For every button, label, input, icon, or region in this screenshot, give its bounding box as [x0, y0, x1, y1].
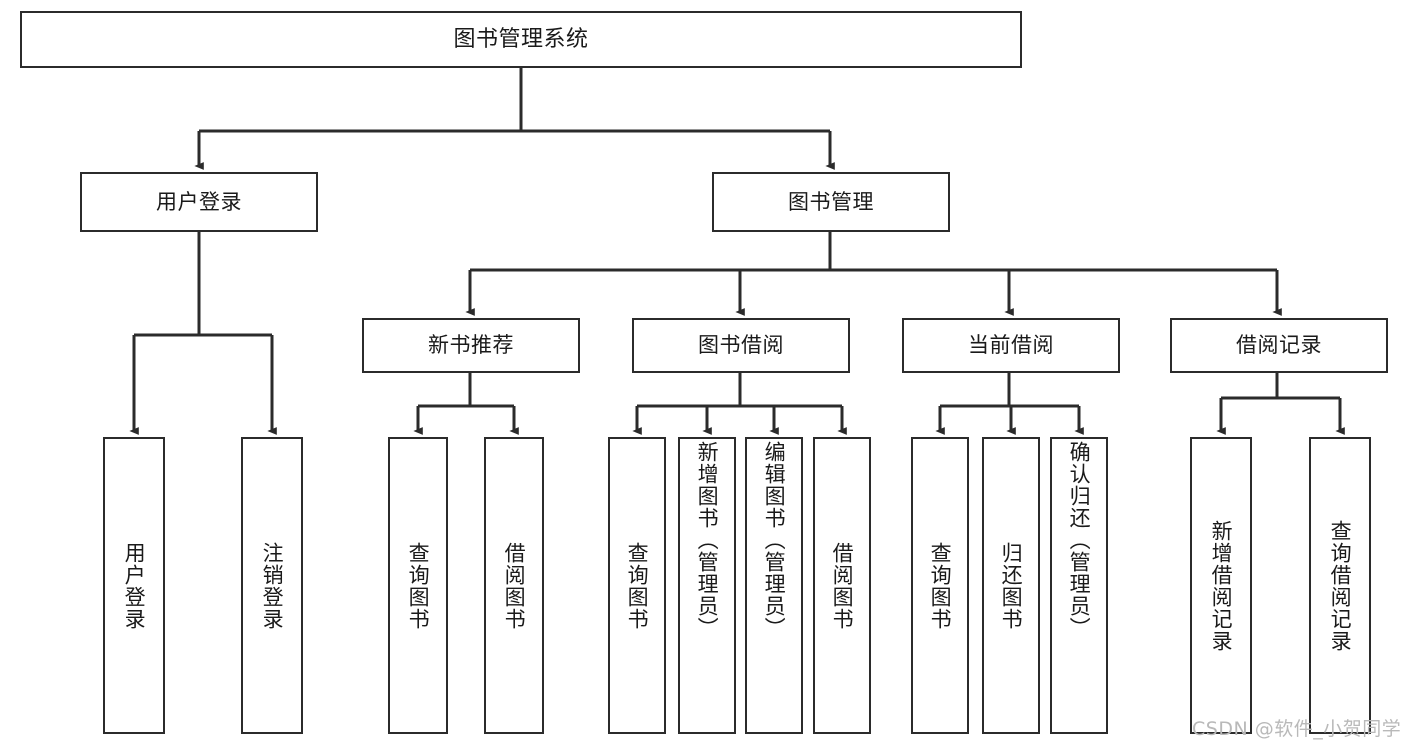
node-label: 新增图书（管理员） [695, 441, 720, 639]
node-leaf-query-book-current[interactable]: 查询图书 [911, 437, 969, 734]
node-book-management[interactable]: 图书管理 [712, 172, 950, 232]
node-label: 图书管理 [788, 189, 874, 214]
node-leaf-query-book-borrow[interactable]: 查询图书 [608, 437, 666, 734]
node-leaf-user-login[interactable]: 用户登录 [103, 437, 165, 734]
node-current-borrow[interactable]: 当前借阅 [902, 318, 1120, 373]
node-leaf-add-borrow-record[interactable]: 新增借阅记录 [1190, 437, 1252, 734]
node-leaf-query-borrow-record[interactable]: 查询借阅记录 [1309, 437, 1371, 734]
watermark: CSDN @软件_小贺同学 [1192, 718, 1402, 740]
node-new-book-recommend[interactable]: 新书推荐 [362, 318, 580, 373]
node-label: 当前借阅 [968, 333, 1054, 358]
node-label: 查询图书 [406, 541, 431, 630]
node-leaf-borrow-book[interactable]: 借阅图书 [813, 437, 871, 734]
node-label: 注销登录 [260, 541, 285, 630]
node-label: 图书管理系统 [453, 26, 589, 52]
node-leaf-add-book-admin[interactable]: 新增图书（管理员） [678, 437, 736, 734]
node-label: 编辑图书（管理员） [762, 441, 787, 639]
node-leaf-return-book[interactable]: 归还图书 [982, 437, 1040, 734]
node-label: 借阅图书 [502, 541, 527, 630]
node-label: 借阅图书 [830, 541, 855, 630]
node-label: 借阅记录 [1236, 333, 1322, 358]
node-label: 确认归还（管理员） [1067, 441, 1092, 639]
node-label: 查询借阅记录 [1328, 519, 1353, 652]
node-borrow-record[interactable]: 借阅记录 [1170, 318, 1388, 373]
node-label: 查询图书 [625, 541, 650, 630]
node-book-borrow[interactable]: 图书借阅 [632, 318, 850, 373]
node-root-book-management-system[interactable]: 图书管理系统 [20, 11, 1022, 68]
node-label: 新书推荐 [428, 333, 514, 358]
node-label: 归还图书 [999, 541, 1024, 630]
node-leaf-query-book-recommend[interactable]: 查询图书 [388, 437, 448, 734]
node-leaf-edit-book-admin[interactable]: 编辑图书（管理员） [745, 437, 803, 734]
node-label: 用户登录 [156, 189, 242, 214]
node-label: 新增借阅记录 [1209, 519, 1234, 652]
node-label: 查询图书 [928, 541, 953, 630]
node-leaf-confirm-return-admin[interactable]: 确认归还（管理员） [1050, 437, 1108, 734]
node-label: 用户登录 [122, 541, 147, 630]
node-leaf-borrow-book-recommend[interactable]: 借阅图书 [484, 437, 544, 734]
node-user-login[interactable]: 用户登录 [80, 172, 318, 232]
node-leaf-logout[interactable]: 注销登录 [241, 437, 303, 734]
node-label: 图书借阅 [698, 333, 784, 358]
